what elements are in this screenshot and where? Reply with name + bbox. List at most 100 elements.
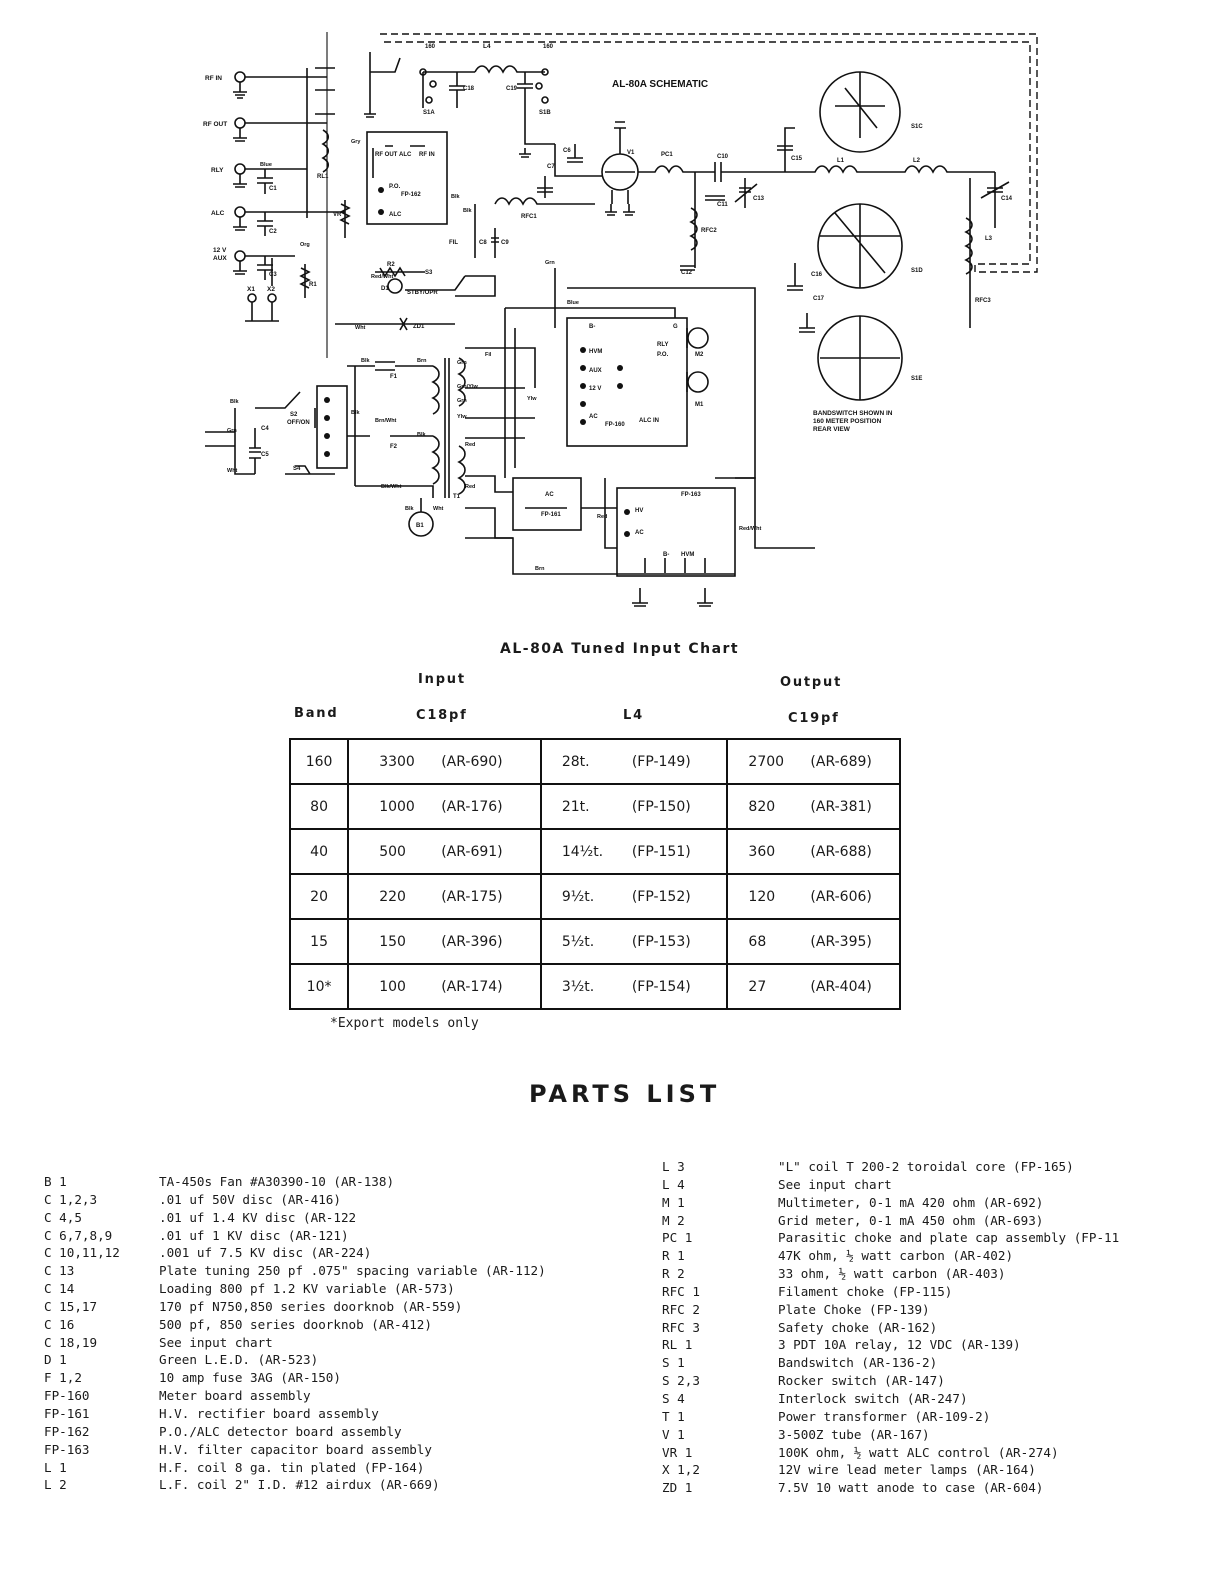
l4-turns: 5½t. <box>561 933 595 950</box>
wire-label: Blk <box>405 506 415 512</box>
l4-turns: 21t. <box>561 798 590 815</box>
component-label: C15 <box>791 156 803 162</box>
part-desc: Safety choke (AR-162) <box>778 1319 938 1335</box>
fp-161-board <box>512 477 582 531</box>
c19-cell: 2700(AR-689) <box>726 738 901 785</box>
part-ref: RL 1 <box>662 1337 693 1353</box>
table-row: 160 3300(AR-690) 28t.(FP-149) 2700(AR-68… <box>288 738 901 785</box>
part-desc: 500 pf, 850 series doorknob (AR-412) <box>159 1316 432 1332</box>
component-label: S1A <box>423 110 435 116</box>
part-ref: S 2,3 <box>662 1373 700 1389</box>
component-label: D1 <box>381 286 389 292</box>
wire-label: Blk/Wht <box>381 484 402 490</box>
bandswitch-note-line-1: BANDSWITCH SHOWN IN <box>813 410 893 417</box>
wire-label: Red <box>597 514 607 520</box>
wire-label: Red/Wht <box>739 526 761 532</box>
part-desc: H.F. coil 8 ga. tin plated (FP-164) <box>159 1459 425 1475</box>
c19-cell: 360(AR-688) <box>726 828 901 875</box>
board-label: 12 V <box>589 386 601 392</box>
c19-value: 120 <box>748 888 776 905</box>
component-label: S1D <box>911 268 923 274</box>
list-item: C 4,5.01 uf 1.4 KV disc (AR-122 <box>44 1209 546 1227</box>
part-ref: R 1 <box>662 1248 685 1264</box>
component-label: C10 <box>717 154 729 160</box>
component-label: L1 <box>837 158 845 164</box>
tuned-input-chart-title: AL-80A Tuned Input Chart <box>500 641 740 657</box>
bandswitch-wafers <box>817 71 903 401</box>
component-label: VR <box>333 212 342 218</box>
bandswitch-note-line-3: REAR VIEW <box>813 426 851 433</box>
aux-jack <box>233 250 295 275</box>
bypass-capacitors <box>257 169 273 280</box>
component-label: V1 <box>627 150 635 156</box>
component-label: RFC2 <box>701 228 717 234</box>
component-label: L3 <box>985 236 993 242</box>
part-desc: 100K ohm, ½ watt ALC control (AR-274) <box>778 1444 1059 1460</box>
board-label: HVM <box>589 349 602 355</box>
part-desc: 10 amp fuse 3AG (AR-150) <box>159 1370 341 1386</box>
l4-part-number: (FP-152) <box>631 888 691 905</box>
component-label: ZD1 <box>413 324 425 330</box>
component-label: C8 <box>479 240 487 246</box>
wire-label: Blk <box>463 208 473 214</box>
wire-label: Blk <box>351 410 361 416</box>
tuned-input-table: 160 3300(AR-690) 28t.(FP-149) 2700(AR-68… <box>288 738 901 1010</box>
c19-value: 360 <box>748 843 776 860</box>
part-desc: Interlock switch (AR-247) <box>778 1390 968 1406</box>
component-label: R1 <box>309 282 317 288</box>
part-ref: L 1 <box>44 1459 67 1475</box>
component-label: RL1 <box>317 174 329 180</box>
component-label: C14 <box>1001 196 1013 202</box>
part-desc: Loading 800 pf 1.2 KV variable (AR-573) <box>159 1281 455 1297</box>
component-label: C11 <box>717 202 728 208</box>
part-desc: Parasitic choke and plate cap assembly (… <box>778 1230 1120 1246</box>
part-ref: R 2 <box>662 1266 685 1282</box>
part-desc: TA-450s Fan #A30390-10 (AR-138) <box>159 1174 395 1189</box>
wire-label: Blue <box>567 300 579 306</box>
list-item: L 3"L" coil T 200-2 toroidal core (FP-16… <box>662 1158 1119 1176</box>
part-desc: .001 uf 7.5 KV disc (AR-224) <box>159 1245 372 1261</box>
l4-turns: 9½t. <box>561 888 595 905</box>
c18-part-number: (AR-691) <box>441 843 503 860</box>
part-desc: P.O./ALC detector board assembly <box>159 1423 402 1439</box>
part-ref: S 1 <box>662 1355 685 1371</box>
c19-value: 820 <box>748 798 776 815</box>
board-label: ALC <box>399 152 412 158</box>
band-cell: 15 <box>288 918 350 965</box>
parts-list-right-column: L 3"L" coil T 200-2 toroidal core (FP-16… <box>662 1158 1119 1497</box>
wire-label: Grn <box>545 260 555 266</box>
list-item: C 6,7,8,9.01 uf 1 KV disc (AR-121) <box>44 1227 546 1245</box>
wire-label: Fil <box>485 352 492 358</box>
c18-cell: 150(AR-396) <box>347 918 542 965</box>
x1-x2-lamps <box>245 258 279 322</box>
wire-label: Grn/Ylw <box>457 384 479 390</box>
list-item: B 1 TA-450s Fan #A30390-10 (AR-138) <box>44 1173 546 1191</box>
part-desc: 47K ohm, ½ watt carbon (AR-402) <box>778 1248 1014 1264</box>
jack-label: X2 <box>267 286 275 293</box>
component-label: M2 <box>695 352 704 358</box>
part-desc: H.V. rectifier board assembly <box>159 1405 379 1421</box>
part-ref: C 4,5 <box>44 1209 82 1225</box>
fp-163-board <box>616 487 736 577</box>
part-ref: B 1 <box>44 1174 67 1189</box>
band-cell: 20 <box>288 873 350 920</box>
l4-part-number: (FP-151) <box>631 843 691 860</box>
component-label: C3 <box>269 272 277 278</box>
part-desc: 12V wire lead meter lamps (AR-164) <box>778 1462 1036 1478</box>
wire-label: Blk <box>451 194 461 200</box>
tube-v1 <box>601 121 639 204</box>
wire-label: Grn <box>227 428 237 434</box>
c18-cell: 1000(AR-176) <box>347 783 542 830</box>
component-label: C16 <box>811 272 823 278</box>
board-label: HV <box>635 508 643 514</box>
component-label: C12 <box>681 270 693 276</box>
